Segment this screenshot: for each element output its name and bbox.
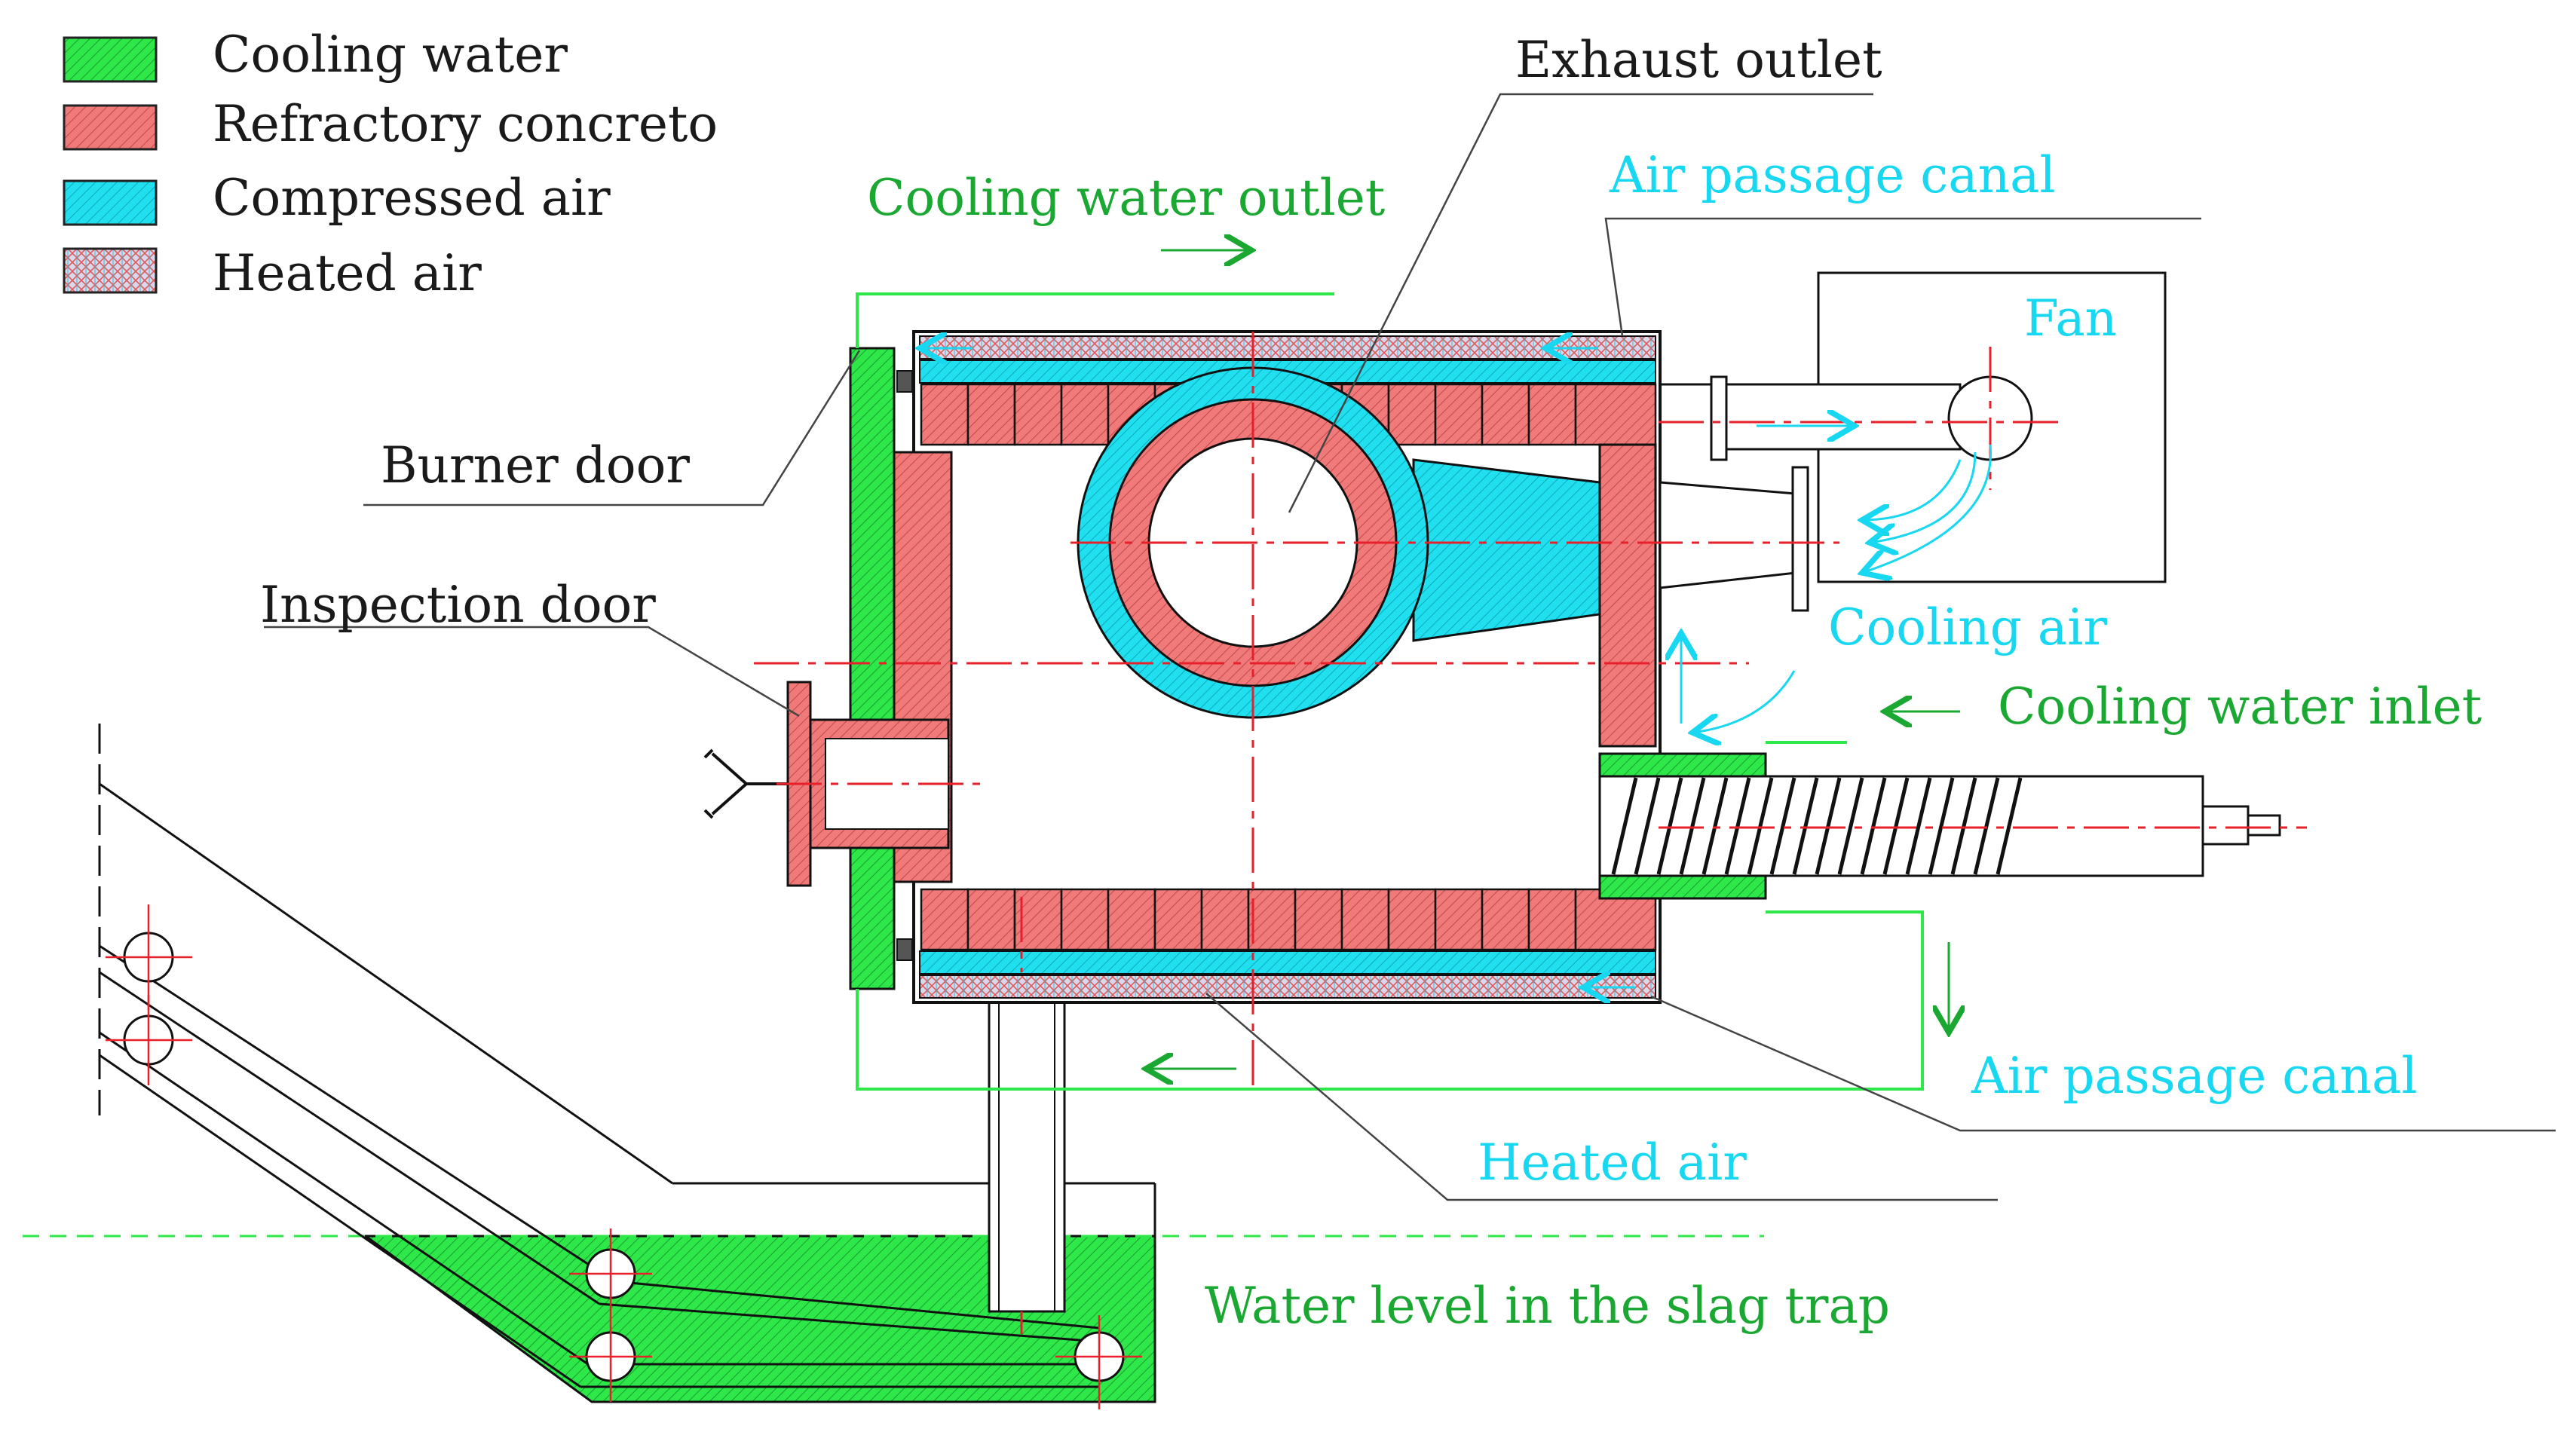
feed-screw-housing <box>1598 775 2204 877</box>
label-water-level: Water level in the slag trap <box>1205 1277 1890 1335</box>
conveyor-belt-1 <box>99 944 615 1283</box>
feed-screw-flights <box>1611 777 2023 875</box>
feed-screw-shaft <box>2201 805 2250 846</box>
legend-label-cooling-water: Cooling water <box>213 26 568 84</box>
legend-swatch-cooling-water <box>63 36 158 83</box>
legend-swatch-heated-air <box>63 247 158 294</box>
legend-swatch-compressed-air <box>63 179 158 226</box>
legend-label-refractory-concrete: Refractory concreto <box>213 95 718 153</box>
labels: Exhaust outlet Cooling water outlet Air … <box>260 31 2482 1335</box>
label-exhaust-outlet: Exhaust outlet <box>1515 31 1882 89</box>
burner-door-bolt-top <box>896 370 913 393</box>
slag-trap <box>23 724 1764 1409</box>
legend-label-compressed-air: Compressed air <box>213 169 611 227</box>
heated-air-channel-top <box>919 335 1656 360</box>
axis-lines <box>754 332 2307 1334</box>
legend-label-heated-air: Heated air <box>213 244 482 302</box>
heated-air-channel-bottom <box>919 975 1656 999</box>
label-cooling-water-outlet: Cooling water outlet <box>867 169 1385 227</box>
right-water-jacket-bottom <box>1598 874 1767 900</box>
cooling-air-nozzle-flange <box>1791 466 1809 612</box>
legend-item-compressed-air: Compressed air <box>63 169 611 227</box>
label-air-passage-canal-top: Air passage canal <box>1609 146 2056 204</box>
label-inspection-door: Inspection door <box>260 576 656 634</box>
label-cooling-air: Cooling air <box>1828 598 2107 656</box>
inspection-door-handle <box>703 748 788 819</box>
furnace-body <box>703 250 2307 1334</box>
air-flow-arrows <box>920 348 1992 987</box>
cooling-water-piping <box>856 292 1924 1091</box>
right-water-jacket-top <box>1598 752 1767 778</box>
legend-item-refractory-concrete: Refractory concreto <box>63 95 718 153</box>
label-heated-air: Heated air <box>1478 1134 1747 1192</box>
compressed-air-channel-bottom <box>919 950 1656 975</box>
refractory-bottom-blocks <box>920 888 1657 951</box>
legend-item-heated-air: Heated air <box>63 244 482 302</box>
label-cooling-water-inlet: Cooling water inlet <box>1998 678 2482 736</box>
exhaust-cone <box>1412 458 1601 642</box>
cooling-water-arrows <box>1146 250 1960 1069</box>
conveyor-belt-3 <box>99 1031 589 1366</box>
fan-duct <box>1717 383 1962 451</box>
conveyor-belt-6 <box>599 1302 1100 1343</box>
fan-duct-flange <box>1710 375 1728 461</box>
feed-screw-shaft-end <box>2247 814 2281 837</box>
burner-door-bolt-bottom <box>896 938 913 961</box>
legend-swatch-refractory-concrete <box>63 104 158 151</box>
cooling-air-nozzle <box>1659 481 1797 589</box>
refractory-right-wall <box>1598 443 1657 748</box>
label-air-passage-canal-bottom: Air passage canal <box>1971 1047 2418 1105</box>
conveyor-belt-5 <box>614 1280 1100 1330</box>
conveyor-belt-2 <box>99 971 600 1305</box>
conveyor-belt-4 <box>99 1054 581 1388</box>
chute-upper-line <box>99 782 673 1185</box>
label-burner-door: Burner door <box>381 436 690 494</box>
label-fan: Fan <box>2024 289 2117 347</box>
legend-item-cooling-water: Cooling water <box>63 26 568 84</box>
legend: Cooling water Refractory concreto Compre… <box>63 26 718 302</box>
roller-crosshairs <box>106 904 1142 1409</box>
burner-door-plate <box>849 347 896 990</box>
slag-drop-chute <box>988 971 1066 1313</box>
leader-lines <box>264 93 2556 1201</box>
